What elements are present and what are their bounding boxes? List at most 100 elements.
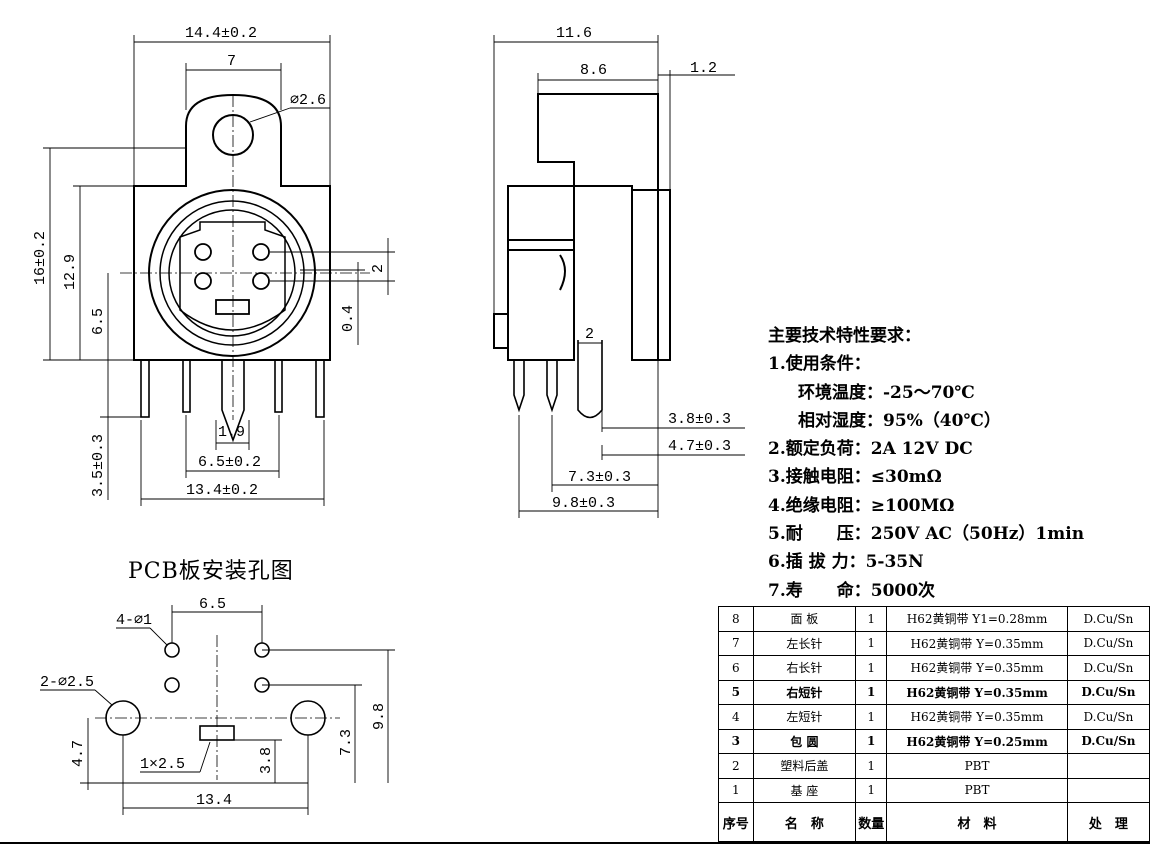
dim-pcb-slot-h: 3.8 [258,747,275,774]
spec-line: 7.寿 命：5000次 [768,580,936,601]
socket-key [179,221,286,331]
dim-base-width: 13.4±0.2 [186,482,258,499]
bom-header-material: 材 料 [886,802,1068,842]
spec-heading: 主要技术特性要求： [768,326,921,346]
dim-hole-dia: ⌀2.6 [290,92,326,109]
spec-block: 主要技术特性要求： 1.使用条件： 环境温度：-25～70℃ 相对湿度：95%（… [768,322,1138,605]
bom-cell-no: 5 [718,679,754,705]
bom-header-finish: 处 理 [1066,802,1150,842]
bom-cell-no: 2 [718,753,754,779]
bom-cell-no: 4 [718,704,754,730]
front-view: 14.4±0.2 7 ⌀2.6 16±0.2 12.9 6.5 3.5±0.3 … [32,25,395,506]
bom-cell-finish: D.Cu/Sn [1066,655,1150,681]
spec-line: 4.绝缘电阻：≥100MΩ [768,495,955,516]
spec-line: 环境温度：-25～70℃ [798,382,975,403]
bom-cell-finish: D.Cu/Sn [1066,630,1150,656]
dim-long-lead: 4.7±0.3 [668,438,731,455]
spec-line: 3.接触电阻：≤30mΩ [768,467,942,488]
bom-header-no: 序号 [718,802,754,842]
dim-pcb-h98: 9.8 [371,703,388,730]
pcb-small-hole-1 [164,642,180,658]
center-key-slot [215,299,250,315]
bom-cell-name: 左短针 [752,704,857,730]
dim-pin-w: 2 [585,326,594,343]
dim-pin-len: 3.5±0.3 [90,434,107,497]
pin-hole-1 [194,243,212,261]
bom-cell-no: 3 [718,728,754,754]
bom-cell-material: PBT [886,753,1068,779]
dim-pcb-h73: 7.3 [338,729,355,756]
bom-header-qty: 数量 [855,802,888,842]
dim-depth: 11.6 [556,25,592,42]
bom-cell-name: 基 座 [752,777,857,803]
dim-pcb-row-h: 4.7 [70,740,87,767]
bom-cell-name: 右长针 [752,655,857,681]
dim-pcb-big-holes: 2-⌀2.5 [40,674,94,691]
dim-lead-x1: 7.3±0.3 [568,469,631,486]
bom-cell-name: 塑料后盖 [752,753,857,779]
dim-pin-gap: 1.9 [218,424,245,441]
pcb-small-hole-3 [164,677,180,693]
pcb-layout: 6.5 4-⌀1 2-⌀2.5 1×2.5 4.7 3.8 7.3 9.8 13… [40,596,395,815]
spec-line: 2.额定负荷：2A 12V DC [768,439,973,460]
front-dimension-lines [43,35,395,506]
bom-cell-material: H62黄铜带 Y=0.35mm [886,655,1068,681]
bom-cell-qty: 1 [855,704,888,730]
spec-line: 相对湿度：95%（40℃） [798,410,1001,431]
bom-cell-no: 1 [718,777,754,803]
dim-pcb-pitch: 6.5 [199,596,226,613]
dim-width: 14.4±0.2 [185,25,257,42]
bom-cell-material: H62黄铜带 Y=0.35mm [886,630,1068,656]
dim-h-center: 12.9 [62,254,79,290]
dim-pin-pitch-v: 2 [370,264,387,273]
front-pins [134,359,330,443]
pin-hole-2 [252,243,270,261]
bottom-rule [0,842,1150,844]
dim-pcb-span: 13.4 [196,792,232,809]
dim-pcb-slot: 1×2.5 [140,756,185,773]
dim-flange: 1.2 [690,60,717,77]
bom-cell-qty: 1 [855,728,888,754]
pin-hole-3 [194,272,212,290]
pcb-title: PCB板安装孔图 [128,559,294,584]
side-view: 11.6 8.6 1.2 2 3.8±0.3 4.7±0.3 7.3±0.3 9… [493,25,745,518]
side-pins [513,340,603,419]
dim-height: 16±0.2 [32,231,49,285]
bom-cell-material: H62黄铜带 Y1=0.28mm [886,606,1068,632]
bom-cell-material: PBT [886,777,1068,803]
dim-tab-center: 7 [227,53,236,70]
bom-cell-qty: 1 [855,777,888,803]
bom-header-name: 名 称 [752,802,857,842]
bom-cell-finish: D.Cu/Sn [1066,728,1150,754]
bom-cell-finish: D.Cu/Sn [1066,679,1150,705]
bom-cell-finish [1066,777,1150,803]
pcb-dimension-lines [40,605,395,815]
bom-cell-name: 包 圆 [752,728,857,754]
bom-cell-material: H62黄铜带 Y=0.25mm [886,728,1068,754]
bom-cell-qty: 1 [855,606,888,632]
dim-h-pins: 6.5 [90,308,107,335]
bom-cell-finish: D.Cu/Sn [1066,606,1150,632]
pin-hole-4 [252,272,270,290]
bom-cell-finish: D.Cu/Sn [1066,704,1150,730]
dim-depth-inner: 8.6 [580,62,607,79]
bom-cell-qty: 1 [855,753,888,779]
bom-cell-no: 6 [718,655,754,681]
bom-cell-qty: 1 [855,655,888,681]
bom-cell-qty: 1 [855,679,888,705]
bom-cell-qty: 1 [855,630,888,656]
spec-line: 1.使用条件： [768,354,871,375]
dim-pcb-small-holes: 4-⌀1 [116,612,152,629]
bom-cell-name: 面 板 [752,606,857,632]
side-dimension-lines [493,35,745,518]
